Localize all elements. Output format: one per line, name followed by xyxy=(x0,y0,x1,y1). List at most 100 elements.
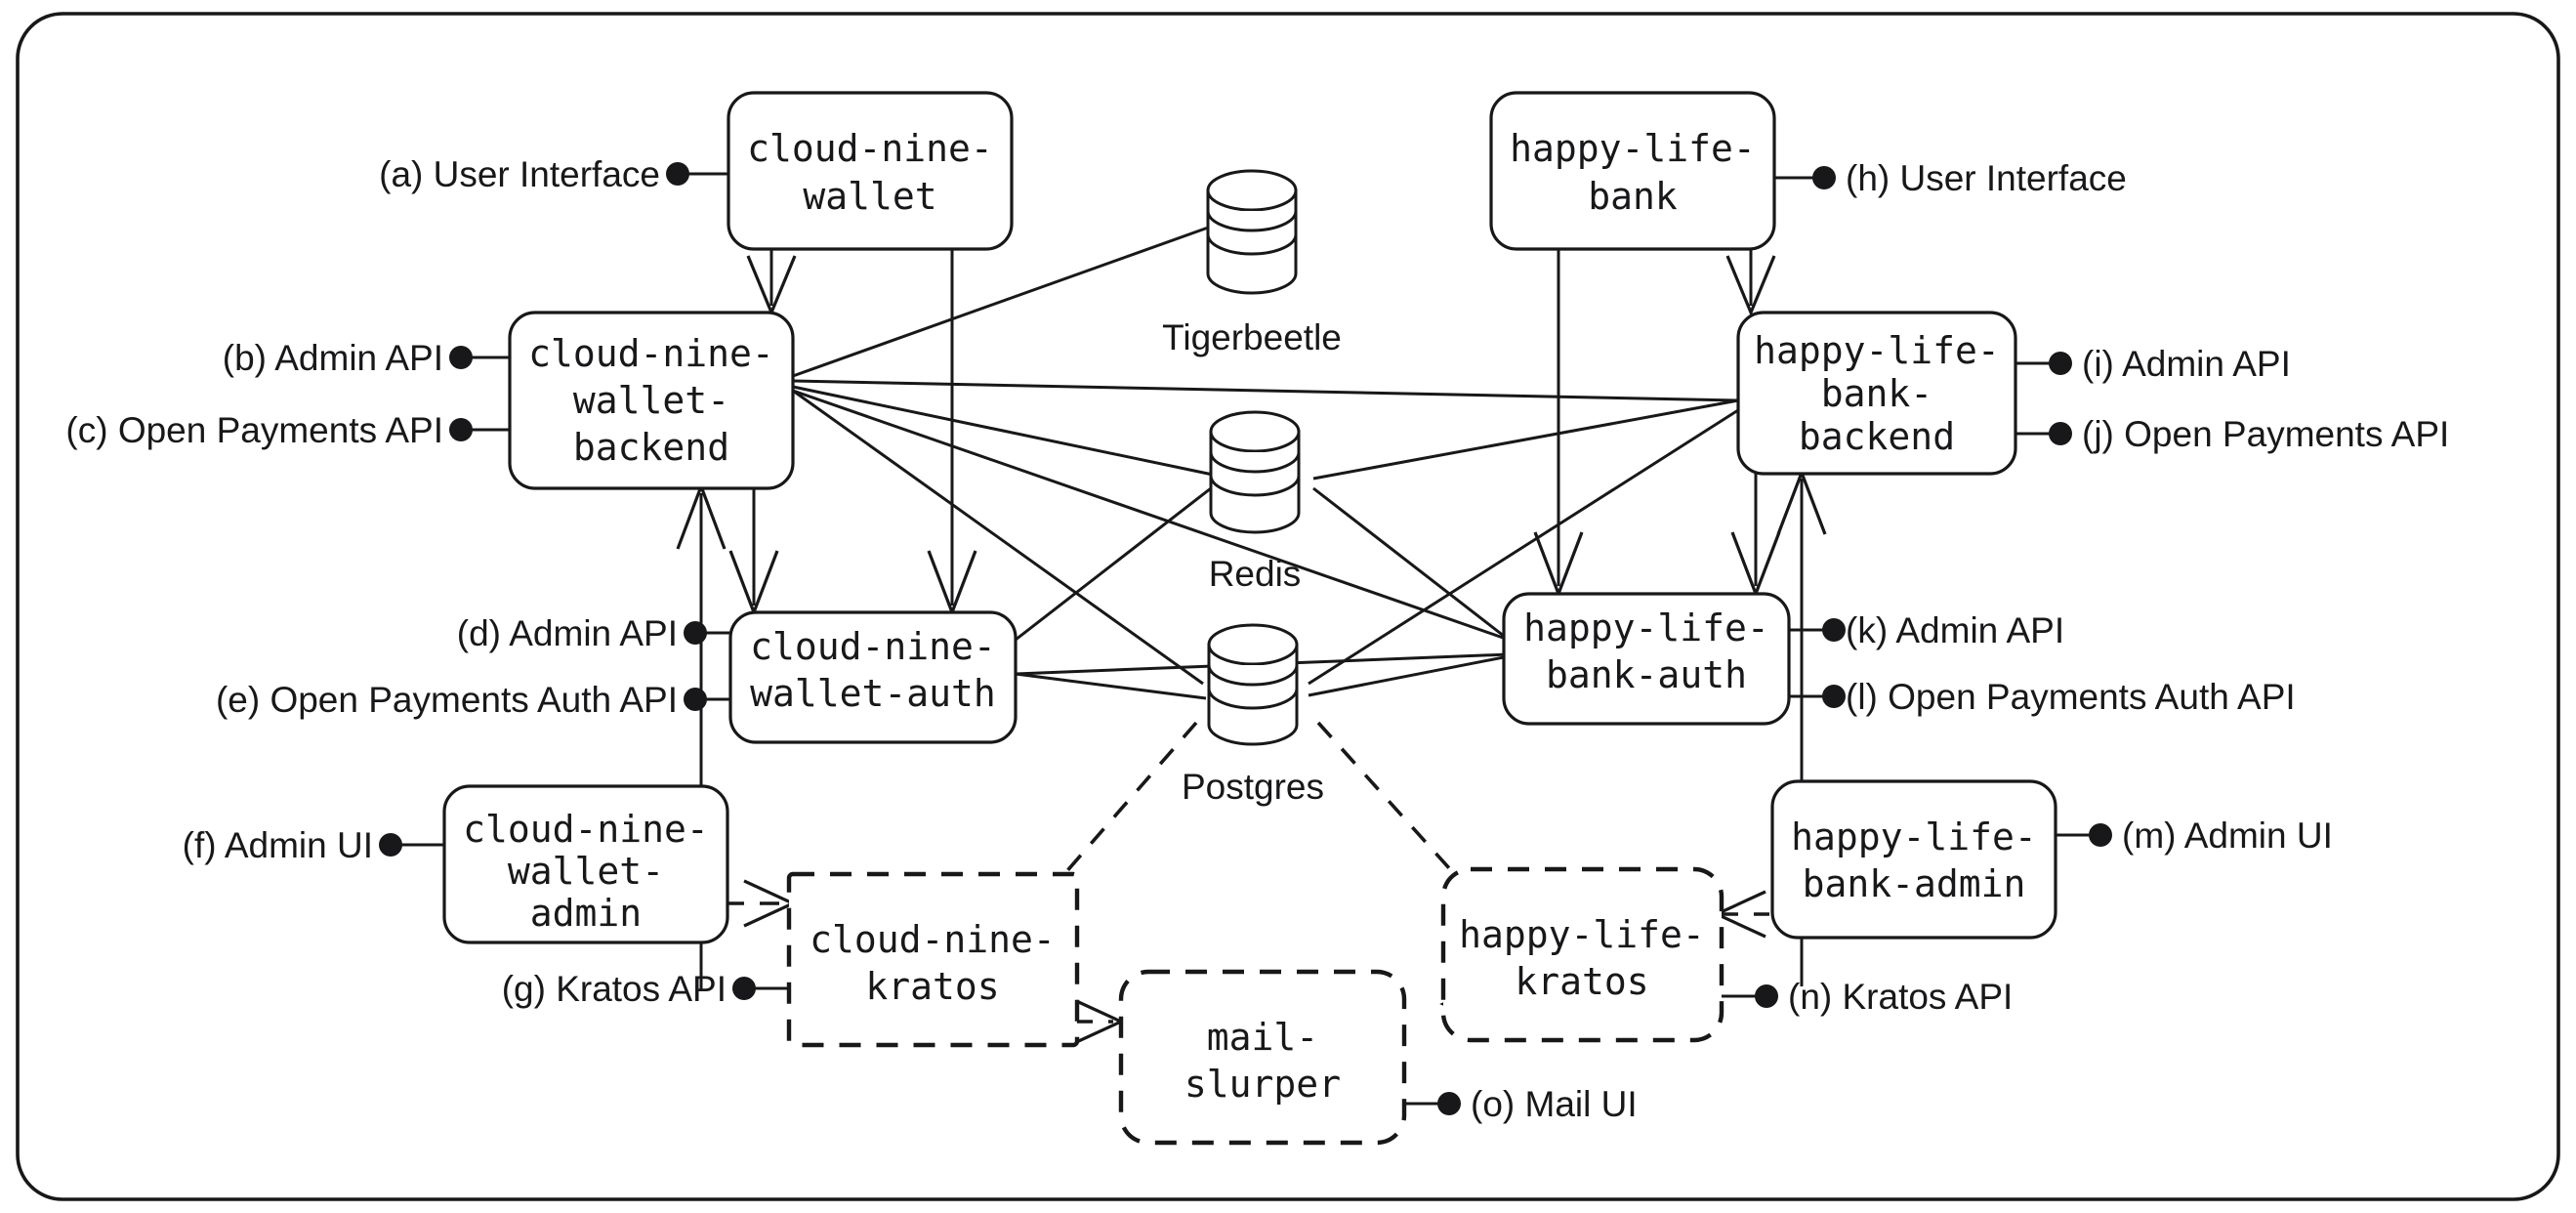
endpoint-b: (b) Admin API xyxy=(223,338,510,378)
endpoint-m-dot xyxy=(2089,823,2112,847)
postgres-label: Postgres xyxy=(1182,767,1324,807)
endpoint-k: (k) Admin API xyxy=(1789,610,2064,650)
endpoint-j: (j) Open Payments API xyxy=(2015,414,2449,454)
endpoint-d-dot xyxy=(684,621,707,645)
arrowhead-hlbank-to-hlbackend xyxy=(1725,255,1776,317)
node-cloud-nine-wallet-backend-line-3: backend xyxy=(573,426,729,469)
endpoint-a-label: (a) User Interface xyxy=(379,154,660,194)
node-cloud-nine-wallet-admin-line-2: wallet- xyxy=(508,850,664,893)
endpoint-c: (c) Open Payments API xyxy=(65,410,510,450)
node-cloud-nine-wallet-backend-line-2: wallet- xyxy=(573,379,729,422)
endpoint-o-dot xyxy=(1437,1092,1461,1115)
node-mail-slurper[interactable]: mail- slurper xyxy=(1118,969,1407,1146)
endpoint-d-label: (d) Admin API xyxy=(457,613,678,653)
endpoint-i-label: (i) Admin API xyxy=(2082,344,2291,384)
node-happy-life-bank-auth[interactable]: happy-life- bank-auth xyxy=(1502,592,1791,726)
edge-c9backend-to-redis xyxy=(792,385,1214,477)
node-happy-life-bank[interactable]: happy-life- bank xyxy=(1489,91,1776,251)
node-happy-life-kratos-line-2: kratos xyxy=(1515,960,1648,1003)
node-happy-life-bank-admin[interactable]: happy-life- bank-admin xyxy=(1770,779,2057,940)
node-happy-life-bank-line-1: happy-life- xyxy=(1510,127,1756,170)
node-cloud-nine-wallet-admin-line-3: admin xyxy=(530,892,642,935)
node-happy-life-bank-backend[interactable]: happy-life- bank- backend xyxy=(1736,311,2017,476)
endpoint-e-label: (e) Open Payments Auth API xyxy=(216,680,678,720)
endpoint-j-dot xyxy=(2049,422,2072,445)
endpoint-h-label: (h) User Interface xyxy=(1846,158,2127,198)
endpoint-k-dot xyxy=(1822,618,1846,642)
node-happy-life-kratos-line-1: happy-life- xyxy=(1459,913,1705,956)
node-cloud-nine-kratos[interactable]: cloud-nine- kratos xyxy=(786,871,1080,1048)
endpoint-g: (g) Kratos API xyxy=(502,969,789,1009)
endpoint-c-label: (c) Open Payments API xyxy=(65,410,443,450)
node-happy-life-bank-backend-line-3: backend xyxy=(1799,415,1955,458)
endpoint-h-dot xyxy=(1812,166,1836,189)
datastore-redis: Redis xyxy=(1209,410,1302,594)
node-cloud-nine-wallet-auth-line-2: wallet-auth xyxy=(750,672,996,715)
edge-redis-to-hlbackend xyxy=(1312,398,1739,481)
edge-c9backend-to-postgres xyxy=(792,389,1204,686)
endpoint-d: (d) Admin API xyxy=(457,613,730,653)
node-cloud-nine-wallet-auth[interactable]: cloud-nine- wallet-auth xyxy=(728,610,1018,744)
endpoint-l: (l) Open Payments Auth API xyxy=(1789,677,2296,717)
endpoint-c-dot xyxy=(449,418,473,441)
endpoint-e: (e) Open Payments Auth API xyxy=(216,680,730,720)
node-cloud-nine-wallet-backend-line-1: cloud-nine- xyxy=(528,332,774,375)
endpoint-n: (n) Kratos API xyxy=(1722,977,2013,1017)
endpoint-n-dot xyxy=(1755,984,1778,1008)
edge-c9backend-to-tigerbeetle xyxy=(792,225,1212,378)
node-cloud-nine-wallet[interactable]: cloud-nine- wallet xyxy=(727,91,1014,251)
node-cloud-nine-wallet-line-2: wallet xyxy=(803,175,936,218)
node-mail-slurper-line-2: slurper xyxy=(1184,1063,1341,1106)
edge-postgres-to-hlbackend xyxy=(1308,408,1739,686)
node-happy-life-bank-admin-line-1: happy-life- xyxy=(1791,816,2037,858)
node-cloud-nine-kratos-line-1: cloud-nine- xyxy=(810,918,1056,961)
edge-redis-to-hlauth xyxy=(1312,486,1510,642)
node-happy-life-bank-line-2: bank xyxy=(1588,175,1678,218)
edge-c9auth-to-redis xyxy=(1015,486,1212,642)
edge-postgres-to-hlauth xyxy=(1308,654,1510,697)
node-happy-life-bank-admin-line-2: bank-admin xyxy=(1803,862,2026,905)
node-happy-life-kratos[interactable]: happy-life- kratos xyxy=(1440,866,1724,1043)
node-cloud-nine-kratos-line-2: kratos xyxy=(865,965,999,1008)
endpoint-o: (o) Mail UI xyxy=(1404,1084,1638,1124)
redis-label: Redis xyxy=(1209,554,1302,594)
node-mail-slurper-line-1: mail- xyxy=(1207,1016,1318,1059)
edge-c9backend-to-hlbackend xyxy=(792,379,1739,402)
endpoint-i-dot xyxy=(2049,352,2072,375)
endpoint-h: (h) User Interface xyxy=(1774,158,2127,198)
node-cloud-nine-wallet-auth-line-1: cloud-nine- xyxy=(750,625,996,668)
endpoint-e-dot xyxy=(684,688,707,711)
endpoint-g-label: (g) Kratos API xyxy=(502,969,727,1009)
node-happy-life-bank-backend-line-1: happy-life- xyxy=(1754,329,2000,372)
node-cloud-nine-wallet-admin[interactable]: cloud-nine- wallet- admin xyxy=(442,784,729,944)
endpoint-m-label: (m) Admin UI xyxy=(2122,816,2333,856)
endpoint-l-dot xyxy=(1822,685,1846,708)
node-cloud-nine-wallet-line-1: cloud-nine- xyxy=(747,127,993,170)
datastore-tigerbeetle: Tigerbeetle xyxy=(1162,169,1342,357)
endpoint-b-dot xyxy=(449,346,473,369)
edge-layer xyxy=(676,225,1827,1046)
endpoint-f-label: (f) Admin UI xyxy=(183,825,373,865)
node-happy-life-bank-auth-line-2: bank-auth xyxy=(1546,653,1747,696)
endpoint-o-label: (o) Mail UI xyxy=(1471,1084,1638,1124)
node-cloud-nine-wallet-backend[interactable]: cloud-nine- wallet- backend xyxy=(508,311,795,490)
node-happy-life-bank-backend-line-2: bank- xyxy=(1821,372,1932,415)
endpoint-n-label: (n) Kratos API xyxy=(1788,977,2013,1017)
endpoint-g-dot xyxy=(732,977,756,1000)
datastore-postgres: Postgres xyxy=(1182,623,1324,807)
node-cloud-nine-wallet-admin-line-1: cloud-nine- xyxy=(463,808,709,851)
endpoint-b-label: (b) Admin API xyxy=(223,338,443,378)
edge-c9backend-to-hlauth xyxy=(792,389,1510,642)
endpoint-f: (f) Admin UI xyxy=(183,825,444,865)
endpoint-f-dot xyxy=(379,833,402,857)
endpoint-l-label: (l) Open Payments Auth API xyxy=(1846,677,2296,717)
endpoint-i: (i) Admin API xyxy=(2015,344,2291,384)
endpoint-k-label: (k) Admin API xyxy=(1846,610,2064,650)
endpoint-a: (a) User Interface xyxy=(379,154,728,194)
edge-c9auth-to-postgres xyxy=(1015,672,1207,700)
endpoint-a-dot xyxy=(666,162,689,186)
endpoint-j-label: (j) Open Payments API xyxy=(2082,414,2449,454)
tigerbeetle-label: Tigerbeetle xyxy=(1162,317,1342,357)
endpoint-m: (m) Admin UI xyxy=(2056,816,2333,856)
node-happy-life-bank-auth-line-1: happy-life- xyxy=(1523,606,1769,649)
